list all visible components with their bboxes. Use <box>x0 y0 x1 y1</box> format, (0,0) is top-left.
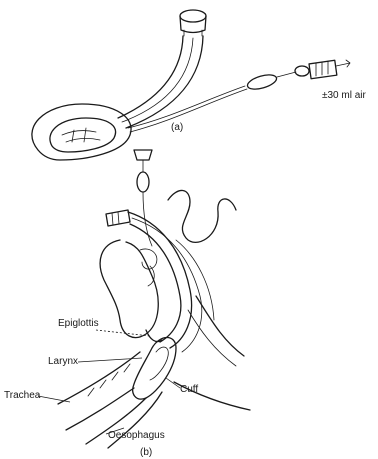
panel-b-caption: (b) <box>140 447 152 458</box>
panel-a-device-drawing <box>32 10 350 160</box>
panel-a-caption: (a) <box>171 122 183 133</box>
air-volume-label: ±30 ml air <box>322 90 367 101</box>
oesophagus-label: Oesophagus <box>108 430 165 441</box>
larynx-label: Larynx <box>48 356 78 367</box>
epiglottis-label: Epiglottis <box>58 318 99 329</box>
panel-b-anatomy-drawing <box>38 150 250 448</box>
trachea-label: Trachea <box>4 390 41 401</box>
cuff-label: Cuff <box>180 384 198 395</box>
